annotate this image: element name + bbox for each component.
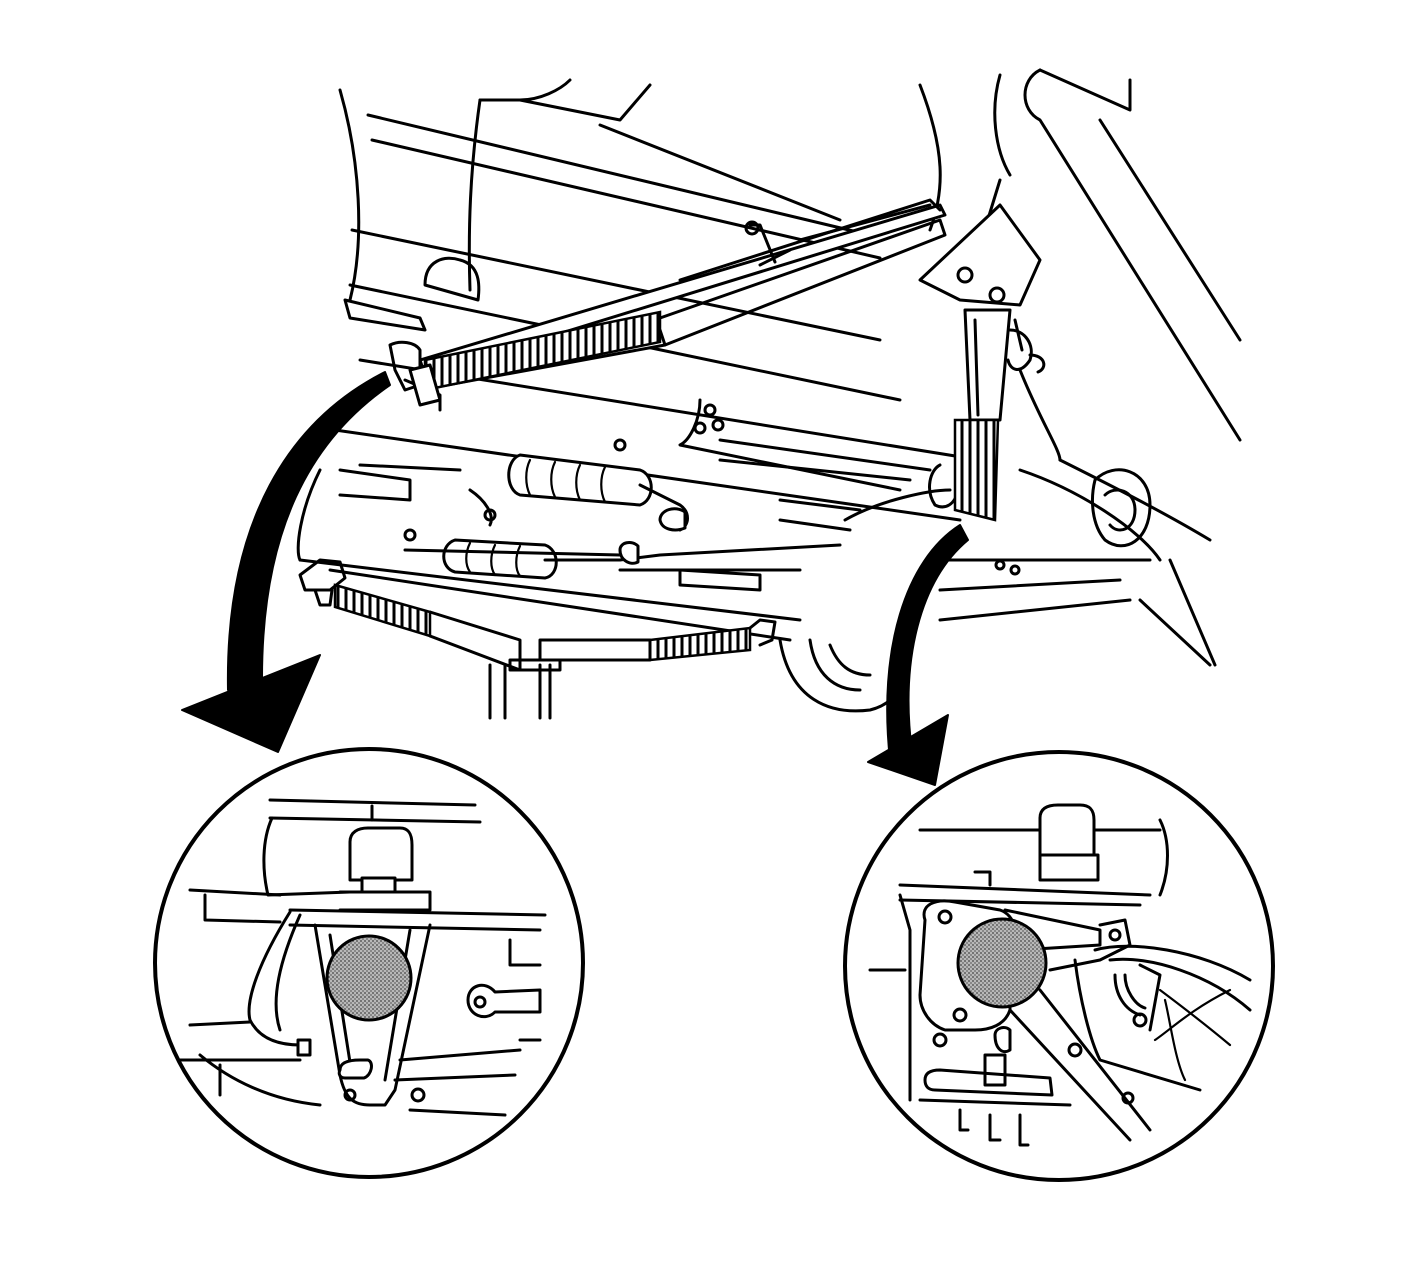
lift-arm-rear [918, 203, 1046, 522]
arrow-to-right-detail [867, 524, 969, 786]
lift-point-marker-left [325, 934, 413, 1022]
arrow-to-left-detail [181, 371, 391, 753]
lift-point-detail-left [153, 747, 585, 1179]
lift-point-marker-right [956, 917, 1048, 1009]
lift-arm-front [408, 198, 947, 407]
lift-point-detail-right [843, 750, 1275, 1182]
